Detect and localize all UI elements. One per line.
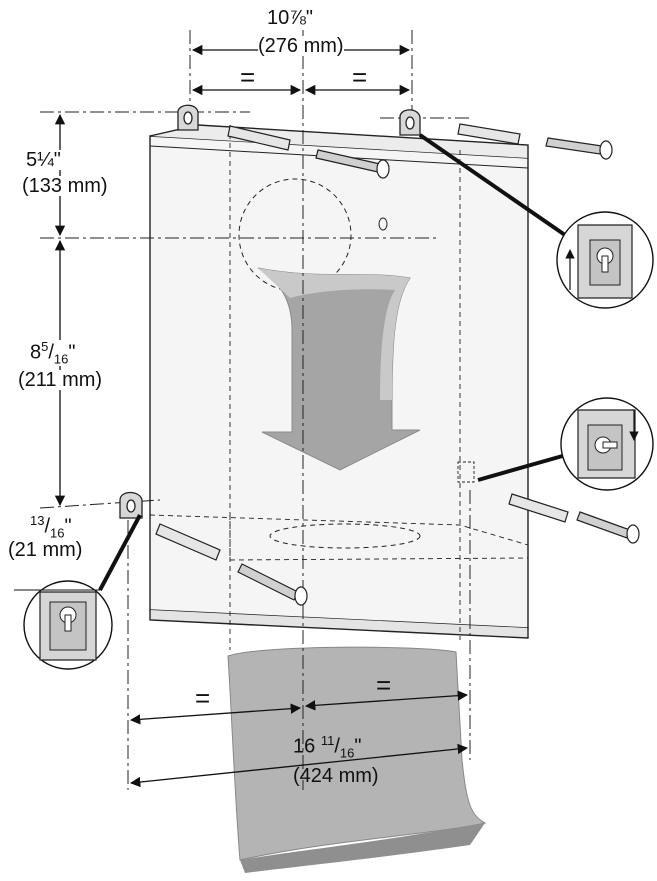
middle-height-unit: " <box>68 341 76 364</box>
bottom-offset-den: 16 <box>50 525 65 541</box>
equal-mark-top-left: = <box>240 62 256 92</box>
equal-mark-bottom-left: = <box>195 683 211 713</box>
bottom-width-metric: (424 mm) <box>293 765 379 787</box>
top-width-imperial: 10⅞" <box>267 7 314 29</box>
equal-mark-top-right: = <box>352 62 368 92</box>
keyhole-detail-top <box>556 211 654 309</box>
bottom-width-unit: " <box>354 735 362 758</box>
middle-height-den: 16 <box>53 351 69 367</box>
bottom-width-imperial: 16 11/16" <box>293 733 362 761</box>
upper-height-imperial: 5¼" <box>26 149 61 171</box>
reference-lines <box>39 30 471 790</box>
middle-height-whole: 8 <box>30 341 42 364</box>
equal-mark-bottom-right: = <box>376 670 392 700</box>
upper-height-metric: (133 mm) <box>22 175 108 197</box>
middle-height-metric: (211 mm) <box>18 369 103 391</box>
bottom-width-den: 16 <box>339 745 355 761</box>
bottom-offset-imperial: 13/16" <box>30 513 72 541</box>
screw-icon <box>237 137 640 606</box>
bottom-offset-metric: (21 mm) <box>8 539 83 561</box>
bottom-width-whole: 16 <box>293 735 316 758</box>
bottom-offset-num: 13 <box>30 513 45 528</box>
wall-anchor-icon <box>155 123 569 561</box>
middle-height-imperial: 85/16" <box>30 339 76 367</box>
top-width-metric: (276 mm) <box>258 35 344 57</box>
callout-leaders <box>98 133 567 591</box>
middle-height-num: 5 <box>41 339 49 354</box>
down-arrow-icon <box>257 267 421 471</box>
keyhole-detail-left <box>14 580 113 670</box>
keyhole-detail-right <box>560 397 654 491</box>
keyhole-bracket-icon <box>119 104 421 519</box>
bottom-width-num: 11 <box>320 733 335 748</box>
bottom-offset-unit: " <box>64 515 72 538</box>
